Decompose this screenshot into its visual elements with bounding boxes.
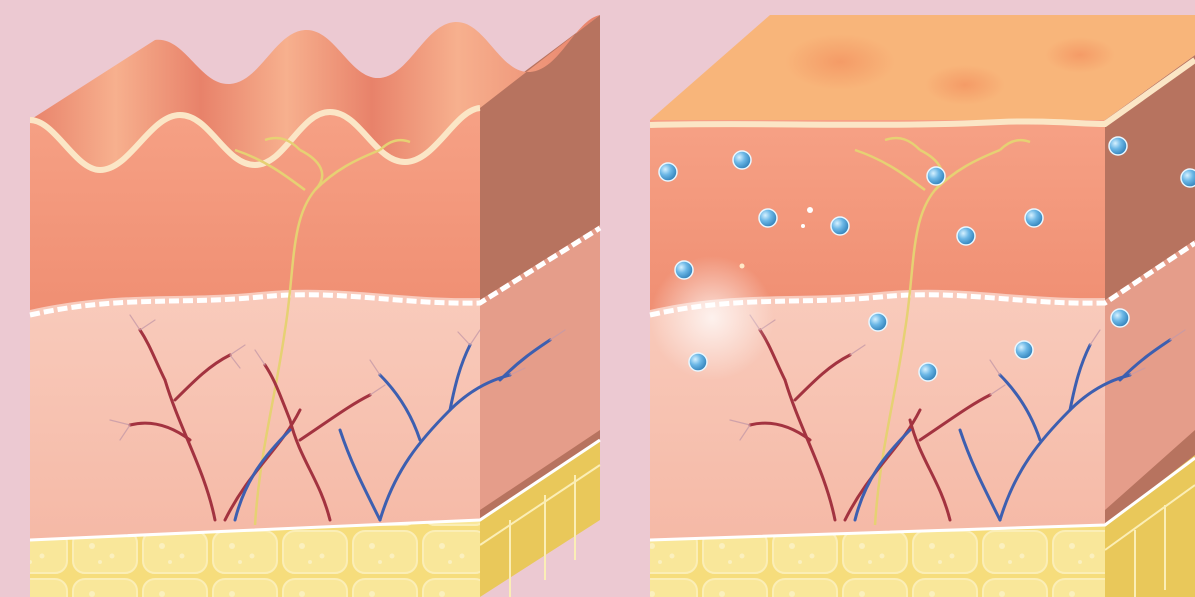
water-droplet	[831, 217, 849, 235]
water-droplet	[919, 363, 937, 381]
wrinkled-skin-panel	[30, 15, 600, 597]
smooth-surface	[650, 15, 1195, 120]
smooth-skin-panel	[650, 15, 1195, 597]
water-droplet	[759, 209, 777, 227]
water-droplet	[927, 167, 945, 185]
water-droplet	[1181, 169, 1195, 187]
surface-blush	[785, 34, 895, 90]
water-droplet	[1111, 309, 1129, 327]
water-droplet	[733, 151, 751, 169]
water-droplet	[1015, 341, 1033, 359]
water-droplet	[1109, 137, 1127, 155]
water-droplet	[869, 313, 887, 331]
water-droplet	[1025, 209, 1043, 227]
water-droplet	[659, 163, 677, 181]
water-droplet	[675, 261, 693, 279]
surface-blush	[1045, 37, 1115, 73]
hydration-glow	[650, 256, 774, 380]
water-droplet	[957, 227, 975, 245]
dermis-layer	[30, 290, 480, 540]
water-droplet	[689, 353, 707, 371]
surface-blush	[925, 65, 1005, 105]
